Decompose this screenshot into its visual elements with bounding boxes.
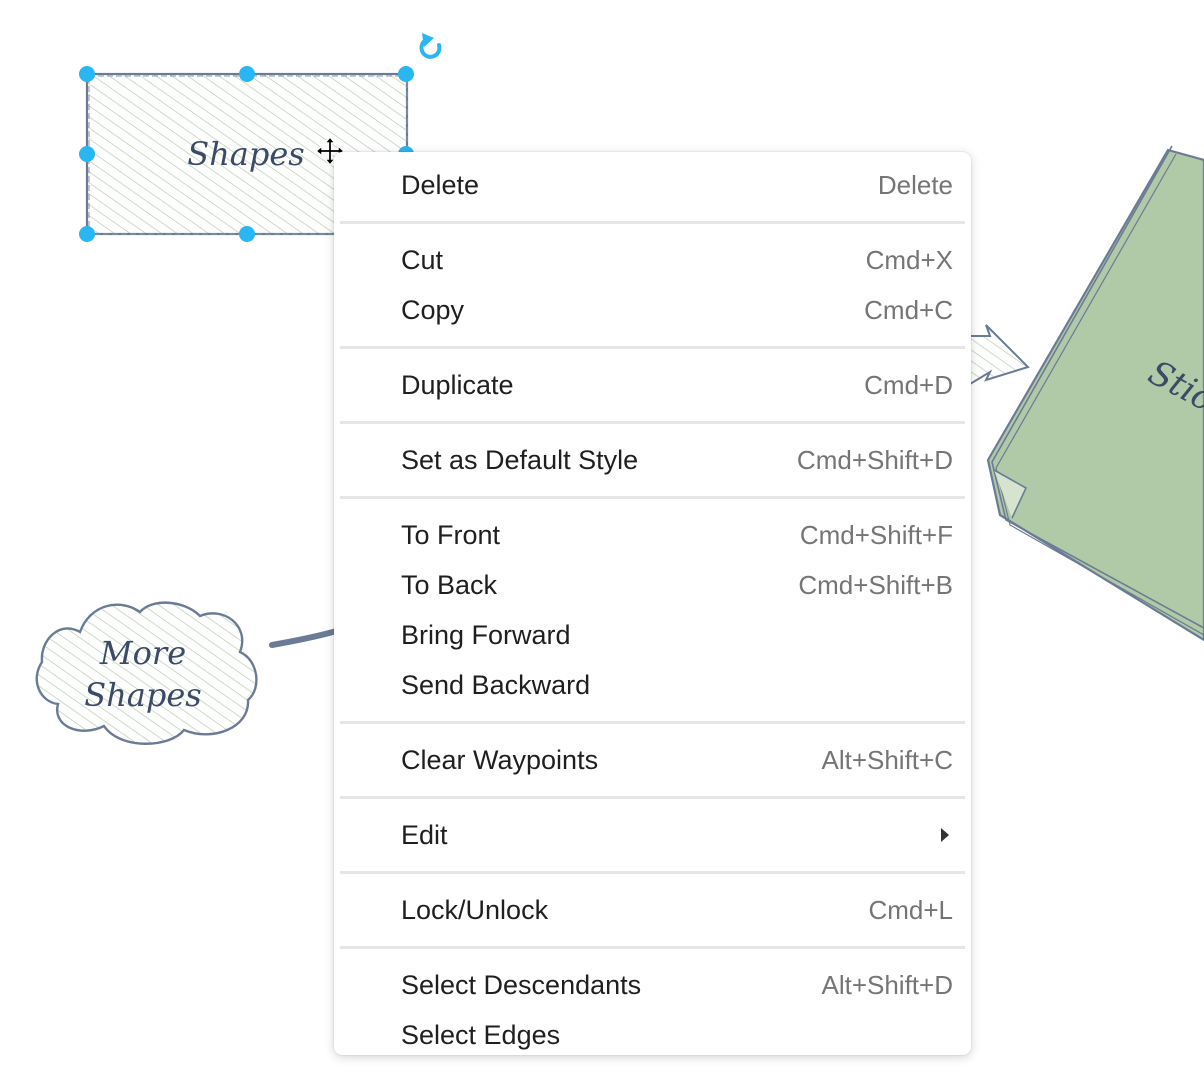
cloud-label-line2: Shapes (84, 676, 201, 714)
cloud-connector-line[interactable] (269, 627, 343, 648)
menu-item-to-back[interactable]: To Back Cmd+Shift+B (334, 560, 971, 610)
menu-item-copy[interactable]: Copy Cmd+C (334, 285, 971, 335)
menu-item-label: Copy (401, 294, 465, 325)
menu-item-label: Delete (401, 169, 480, 200)
resize-handle-top-left[interactable] (79, 66, 95, 82)
menu-item-delete[interactable]: Delete Delete (334, 160, 971, 210)
menu-item-shortcut: Cmd+Shift+F (799, 519, 953, 550)
menu-separator (340, 721, 965, 724)
menu-separator (340, 871, 965, 874)
menu-item-select-descendants[interactable]: Select Descendants Alt+Shift+D (334, 960, 971, 1010)
menu-item-cut[interactable]: Cut Cmd+X (334, 235, 971, 285)
submenu-arrow-icon (941, 828, 949, 842)
menu-item-shortcut: Cmd+Shift+B (798, 569, 953, 600)
menu-item-clear-waypoints[interactable]: Clear Waypoints Alt+Shift+C (334, 735, 971, 785)
cloud-label-line1: More (99, 634, 186, 672)
menu-item-shortcut: Alt+Shift+C (821, 744, 953, 775)
menu-separator (340, 946, 965, 949)
resize-handle-bottom-left[interactable] (79, 226, 95, 242)
menu-separator (340, 421, 965, 424)
menu-item-label: To Front (401, 519, 501, 550)
menu-item-label: Select Edges (401, 1019, 561, 1050)
menu-item-label: Send Backward (401, 669, 591, 700)
move-cursor-icon (314, 135, 346, 167)
menu-item-label: To Back (401, 569, 498, 600)
menu-item-label: Lock/Unlock (401, 894, 549, 925)
menu-item-label: Edit (401, 819, 448, 850)
menu-item-edit[interactable]: Edit (334, 810, 971, 860)
menu-separator (340, 796, 965, 799)
menu-item-lock-unlock[interactable]: Lock/Unlock Cmd+L (334, 885, 971, 935)
arrow-connector[interactable] (969, 324, 1030, 386)
menu-item-label: Cut (401, 244, 444, 275)
menu-separator (340, 346, 965, 349)
menu-item-shortcut: Cmd+D (864, 369, 953, 400)
menu-item-shortcut: Alt+Shift+D (821, 969, 953, 1000)
menu-separator (340, 496, 965, 499)
menu-item-label: Clear Waypoints (401, 744, 599, 775)
menu-item-select-edges[interactable]: Select Edges (334, 1010, 971, 1060)
menu-item-to-front[interactable]: To Front Cmd+Shift+F (334, 510, 971, 560)
cloud-shape[interactable]: More Shapes (35, 601, 258, 745)
sticky-note-shape[interactable]: Stic (986, 145, 1204, 642)
menu-item-shortcut: Cmd+Shift+D (796, 444, 953, 475)
resize-handle-top-right[interactable] (398, 66, 414, 82)
resize-handle-left[interactable] (79, 146, 95, 162)
menu-item-label: Duplicate (401, 369, 514, 400)
menu-item-duplicate[interactable]: Duplicate Cmd+D (334, 360, 971, 410)
menu-item-shortcut: Delete (877, 169, 953, 200)
menu-item-bring-forward[interactable]: Bring Forward (334, 610, 971, 660)
resize-handle-bottom[interactable] (239, 226, 255, 242)
menu-item-label: Select Descendants (401, 969, 642, 1000)
menu-item-label: Bring Forward (401, 619, 571, 650)
menu-item-shortcut: Cmd+C (864, 294, 953, 325)
menu-item-shortcut: Cmd+X (865, 244, 953, 275)
menu-item-label: Set as Default Style (401, 444, 639, 475)
shape-label: Shapes (187, 135, 304, 173)
menu-item-shortcut: Cmd+L (868, 894, 953, 925)
resize-handle-top[interactable] (239, 66, 255, 82)
rotate-icon[interactable] (419, 33, 442, 59)
menu-item-set-as-default-style[interactable]: Set as Default Style Cmd+Shift+D (334, 435, 971, 485)
menu-item-send-backward[interactable]: Send Backward (334, 660, 971, 710)
menu-separator (340, 221, 965, 224)
